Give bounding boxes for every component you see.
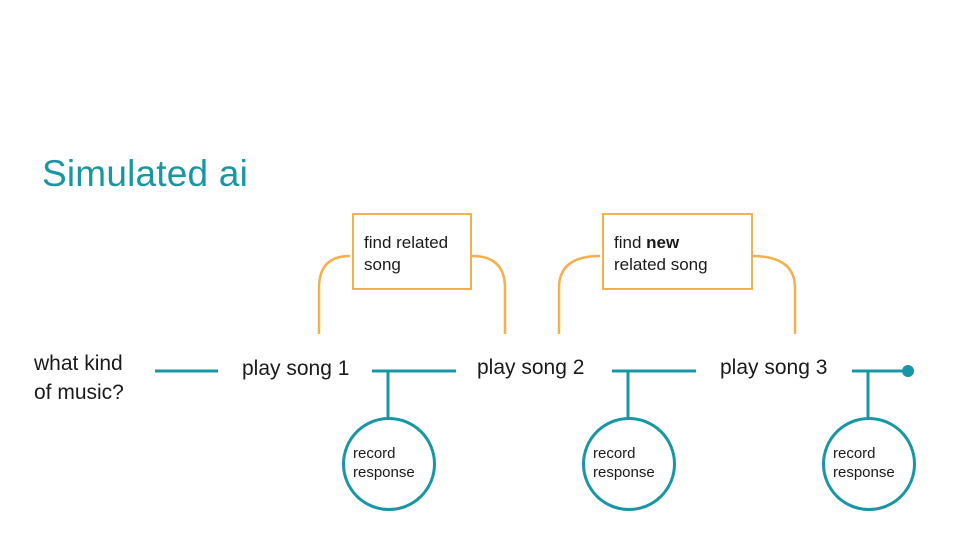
step-play-song-3: play song 3 <box>720 356 828 379</box>
record-response-circle-2: record response <box>582 417 676 511</box>
question-line1: what kind <box>34 352 123 375</box>
response-line1: record <box>833 445 876 462</box>
orange-connector-action1-left <box>317 254 351 334</box>
action-text: find related <box>364 233 449 252</box>
end-dot <box>902 365 914 377</box>
question-line2: of music? <box>34 381 124 404</box>
response-line2: response <box>833 464 895 481</box>
response-line2: response <box>353 464 415 481</box>
orange-connector-action2-left <box>557 254 601 334</box>
record-response-circle-3: record response <box>822 417 916 511</box>
action-box-find-new-related: find new related song <box>602 213 753 290</box>
orange-connector-action1-right <box>471 254 507 334</box>
slide-title: Simulated ai <box>42 153 249 194</box>
action-emphasis: new <box>646 233 680 252</box>
action-text-line2: song <box>364 255 401 274</box>
action-text-line2: related song <box>614 255 708 274</box>
step-play-song-2: play song 2 <box>477 356 585 379</box>
orange-connector-action2-right <box>751 254 797 334</box>
response-line1: record <box>593 445 636 462</box>
response-line1: record <box>353 445 396 462</box>
record-response-circle-1: record response <box>342 417 436 511</box>
action-text: find <box>614 233 647 252</box>
response-line2: response <box>593 464 655 481</box>
action-box-find-related: find related song <box>352 213 472 290</box>
step-play-song-1: play song 1 <box>242 357 350 380</box>
question-label: what kind of music? <box>34 349 124 407</box>
